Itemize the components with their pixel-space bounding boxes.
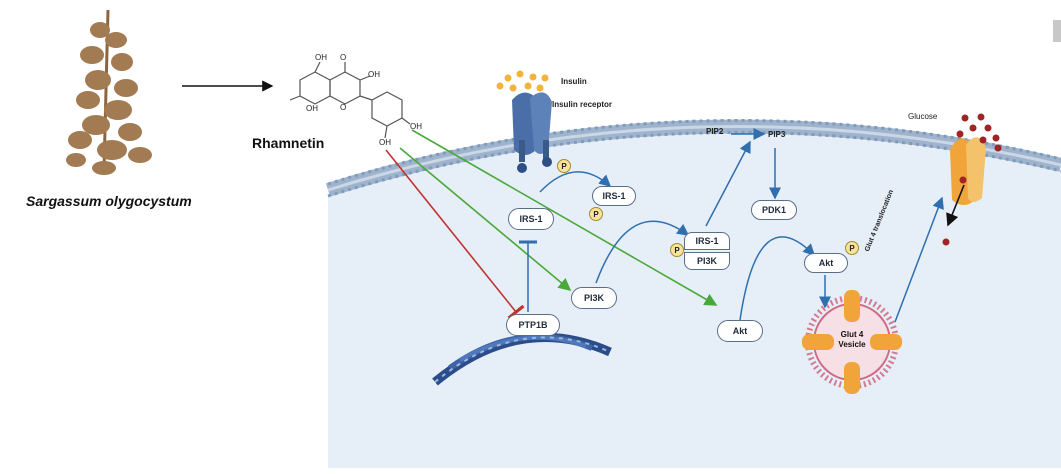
- atom-oh-top-left: OH: [315, 53, 327, 62]
- glut4-vesicle-label-line2: Vesicle: [838, 340, 866, 349]
- node-ptp1b: PTP1B: [506, 314, 560, 336]
- insulin-receptor-graphic: [512, 92, 552, 173]
- node-akt-phospho: Akt: [804, 253, 848, 273]
- node-irs1-cytoplasm: IRS-1: [592, 186, 636, 206]
- insulin-receptor-label: Insulin receptor: [552, 100, 613, 109]
- node-pi3k: PI3K: [571, 287, 617, 309]
- insulin-molecules: [496, 70, 549, 92]
- source-label: Sargassum olygocystum: [26, 193, 192, 209]
- activation-arrow-pi3k: [399, 147, 572, 292]
- pip3-label: PIP3: [768, 130, 786, 139]
- glut4-vesicle-label-line1: Glut 4: [840, 330, 864, 339]
- cytoplasm: [328, 131, 1061, 468]
- activation-arrow-akt: [411, 129, 718, 306]
- pip2-label: PIP2: [706, 127, 724, 136]
- signaling-arrows: [519, 128, 944, 323]
- node-irs1-membrane: IRS-1: [508, 208, 554, 230]
- atom-oh-bottom-left: OH: [306, 104, 318, 113]
- seaweed-illustration: [66, 9, 152, 175]
- glut4-vesicle-graphic: [802, 290, 902, 394]
- phospho-badge-receptor: P: [557, 159, 571, 173]
- compound-label: Rhamnetin: [252, 135, 325, 151]
- glucose-molecules: [942, 113, 1002, 246]
- insulin-label: Insulin: [561, 77, 587, 86]
- phospho-badge-complex: P: [670, 243, 684, 257]
- glucose-uptake-arrow: [946, 184, 965, 227]
- atom-oh-bottom: OH: [379, 138, 391, 147]
- node-pi3k-complex: PI3K: [684, 252, 730, 270]
- phospho-badge-irs1: P: [589, 207, 603, 221]
- endoplasmic-reticulum: [432, 333, 612, 386]
- phospho-badge-akt: P: [845, 241, 859, 255]
- scrollbar-tab[interactable]: [1053, 20, 1061, 42]
- node-akt: Akt: [717, 320, 763, 342]
- atom-o-ring: O: [340, 103, 347, 112]
- glucose-label: Glucose: [908, 112, 938, 121]
- inhibition-arrow-ptp1b: [385, 149, 525, 320]
- glut4-vesicle-label: Glut 4 Vesicle: [830, 330, 874, 350]
- atom-o-top: O: [340, 53, 347, 62]
- atom-oh-top-right: OH: [368, 70, 380, 79]
- glucose-transporter: [950, 137, 986, 205]
- node-pdk1: PDK1: [751, 200, 797, 220]
- node-irs1-complex: IRS-1: [684, 232, 730, 250]
- atom-oh-right: OH: [410, 122, 422, 131]
- rhamnetin-structure: [289, 61, 411, 139]
